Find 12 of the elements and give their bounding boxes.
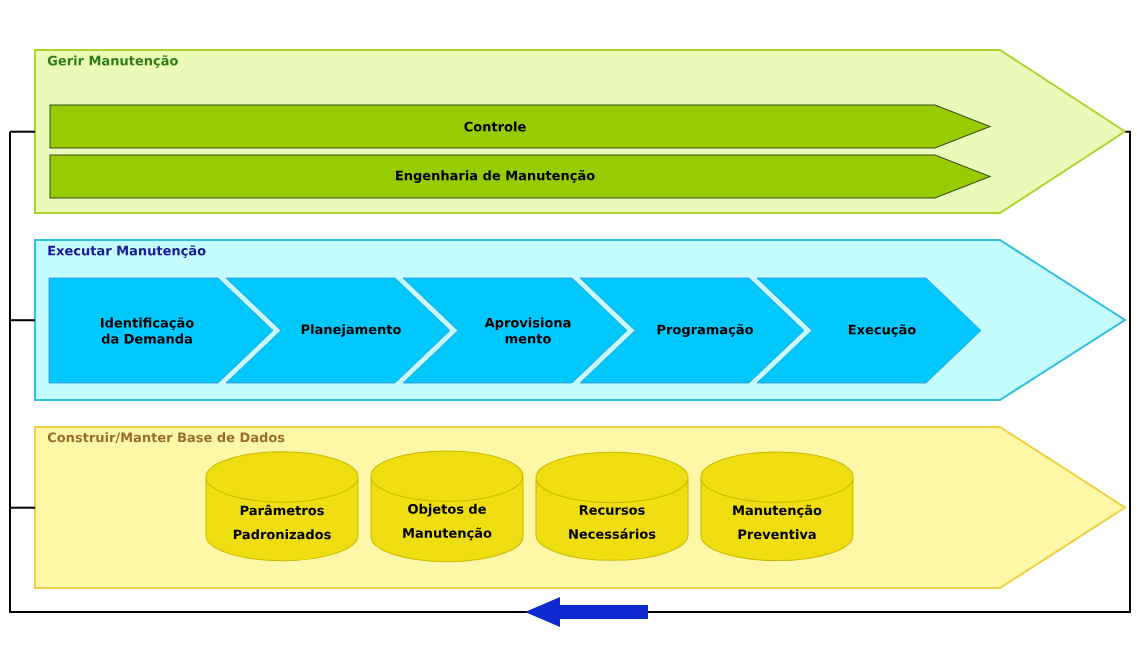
process-step: Planejamento bbox=[225, 277, 451, 384]
database-cylinder: Parâmetros Padronizados bbox=[205, 451, 359, 562]
process-step: Execução bbox=[756, 277, 982, 384]
process-bar: Controle bbox=[49, 104, 991, 149]
process-bar: Engenharia de Manutenção bbox=[49, 154, 991, 199]
process-step: Programação bbox=[579, 277, 805, 384]
database-cylinder: Recursos Necessários bbox=[535, 451, 689, 561]
process-step: Identificação da Demanda bbox=[48, 277, 274, 384]
database-cylinder: Objetos de Manutenção bbox=[370, 450, 524, 563]
process-step: Aprovisiona mento bbox=[402, 277, 628, 384]
feedback-line bbox=[9, 130, 1131, 613]
database-cylinder: Manutenção Preventiva bbox=[700, 451, 854, 562]
